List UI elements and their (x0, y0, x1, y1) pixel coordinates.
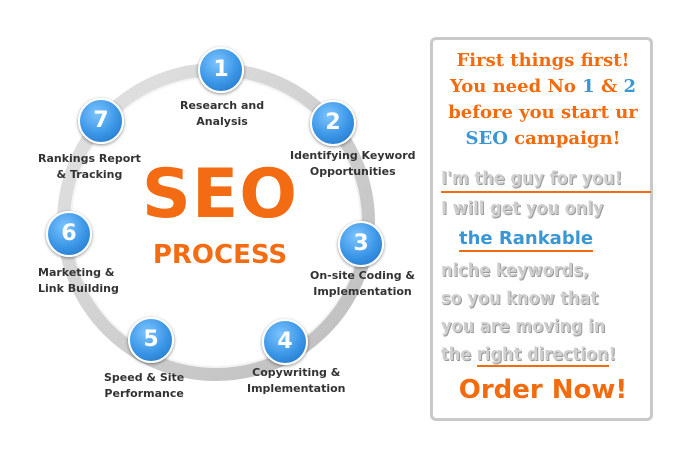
pitch-line-5: so you know that (441, 288, 599, 309)
order-now-button[interactable]: Order Now! (458, 375, 628, 405)
step-1-label: Research and Analysis (180, 98, 264, 130)
step-3-label-line1: On-site Coding & (310, 269, 416, 282)
seo-process-diagram: SEO PROCESS 1 Research and Analysis 2 Id… (38, 47, 416, 402)
step-7-circle: 7 (78, 98, 124, 144)
step-1-label-line1: Research and (180, 99, 265, 112)
headline-number-1: 1 (582, 76, 595, 97)
step-3-circle: 3 (338, 221, 384, 267)
pitch-line-2: I will get you only (441, 198, 604, 219)
headline-ampersand: & (594, 76, 624, 97)
pitch-line-7-start: the (441, 344, 477, 365)
step-1-circle: 1 (198, 47, 244, 93)
step-5-label-line2: Performance (104, 387, 184, 400)
seo-title: SEO (141, 155, 299, 234)
step-6-circle: 6 (46, 211, 92, 257)
step-1-label-line2: Analysis (196, 115, 248, 128)
step-4-label: Copywriting & Implementation (247, 365, 346, 397)
headline-seo: SEO (465, 128, 508, 149)
pitch-line-6: you are moving in (441, 316, 606, 337)
pitch-rankable: the Rankable (459, 228, 594, 252)
promo-headline: First things first! You need No 1 & 2 be… (439, 48, 647, 152)
headline-line-3: before you start ur (448, 102, 638, 123)
headline-line-2: You need No 1 & 2 (439, 74, 647, 100)
headline-campaign: campaign! (507, 128, 621, 149)
step-7-label-line2: & Tracking (56, 168, 123, 181)
headline-line-1: First things first! (456, 50, 630, 71)
step-4-label-line1: Copywriting & (252, 366, 341, 379)
pitch-right-direction: right direction (476, 344, 609, 367)
process-subtitle: PROCESS (152, 240, 288, 270)
headline-line-2-text: You need No (449, 76, 583, 97)
pitch-line-7-end: ! (608, 344, 616, 365)
step-5-label-line1: Speed & Site (104, 371, 185, 384)
pitch-line-1: I'm the guy for you! (441, 168, 651, 193)
headline-line-4: SEO campaign! (439, 126, 647, 152)
step-3-label: On-site Coding & Implementation (310, 268, 415, 300)
step-6-label: Marketing & Link Building (38, 265, 119, 297)
step-2-circle: 2 (310, 100, 356, 146)
promo-box: First things first! You need No 1 & 2 be… (430, 37, 653, 421)
step-4-label-line2: Implementation (247, 382, 346, 395)
step-7-label: Rankings Report & Tracking (38, 151, 141, 183)
pitch-line-7: the right direction! (441, 344, 651, 367)
step-6-label-line2: Link Building (38, 282, 119, 295)
step-3-label-line2: Implementation (313, 285, 412, 298)
step-6-label-line1: Marketing & (38, 266, 115, 279)
pitch-line-4: niche keywords, (441, 260, 590, 281)
step-7-label-line1: Rankings Report (38, 152, 141, 165)
step-4-circle: 4 (262, 319, 308, 365)
step-2-label-line2: Opportunities (309, 165, 396, 178)
step-5-circle: 5 (128, 317, 174, 363)
step-2-label-line1: Identifying Keyword (290, 149, 416, 162)
headline-number-2: 2 (623, 76, 637, 97)
step-2-label: Identifying Keyword Opportunities (290, 148, 416, 180)
step-5-label: Speed & Site Performance (104, 370, 184, 402)
